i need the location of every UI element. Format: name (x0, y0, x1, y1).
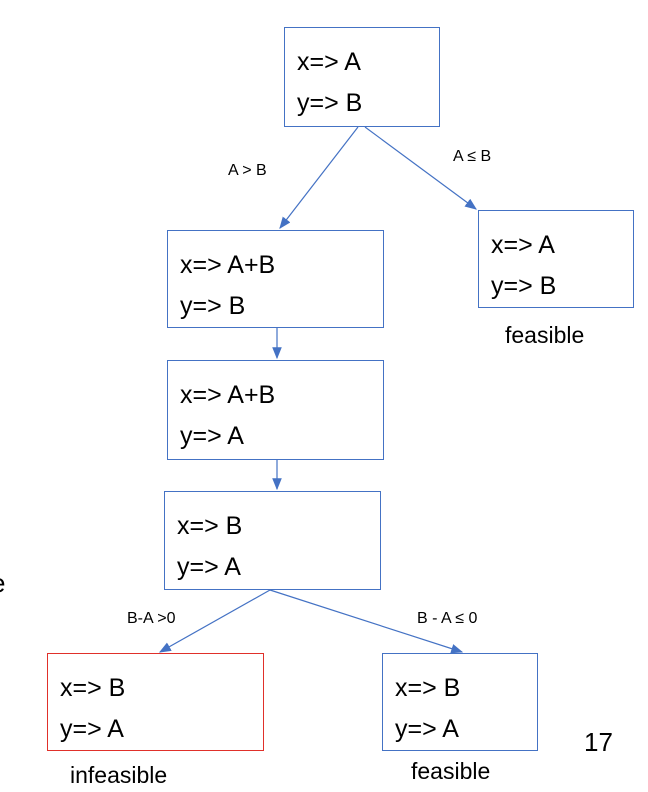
node-x: x=> A (491, 231, 555, 259)
node-2: x=> A+B y=> B (167, 230, 384, 328)
label-bma-gt0: B-A >0 (127, 610, 176, 627)
clipped-text-fragment: e (0, 568, 5, 599)
node-x: x=> A+B (180, 381, 276, 409)
node-y: y=> A (180, 422, 244, 450)
edge-a-gt-b (279, 126, 359, 229)
caption-feasible-right: feasible (505, 322, 585, 348)
page-number: 17 (584, 727, 613, 757)
node-root: x=> A y=> B (284, 27, 440, 127)
edge-bma-le0 (269, 589, 464, 654)
node-y: y=> A (177, 553, 241, 581)
caption-infeasible: infeasible (70, 762, 168, 788)
label-a-gt-b: A > B (228, 162, 267, 179)
node-feasible-right: x=> A y=> B (478, 210, 634, 308)
node-x: x=> B (60, 674, 126, 702)
node-x: x=> A (297, 48, 361, 76)
node-x: x=> B (395, 674, 461, 702)
node-4: x=> B y=> A (164, 491, 381, 590)
node-infeasible: x=> B y=> A (47, 653, 264, 751)
node-x: x=> A+B (180, 251, 276, 279)
node-y: y=> A (395, 715, 459, 743)
caption-feasible-bottom: feasible (411, 758, 491, 784)
label-a-le-b: A ≤ B (453, 148, 492, 165)
edge-a-le-b (364, 126, 477, 210)
node-feasible-bottom: x=> B y=> A (382, 653, 538, 751)
node-y: y=> B (491, 272, 557, 300)
node-3: x=> A+B y=> A (167, 360, 384, 460)
node-y: y=> B (180, 292, 246, 320)
node-y: y=> A (60, 715, 124, 743)
edge-bma-gt0 (158, 589, 271, 653)
label-bma-le0: B - A ≤ 0 (417, 610, 478, 627)
node-x: x=> B (177, 512, 243, 540)
node-y: y=> B (297, 89, 363, 117)
